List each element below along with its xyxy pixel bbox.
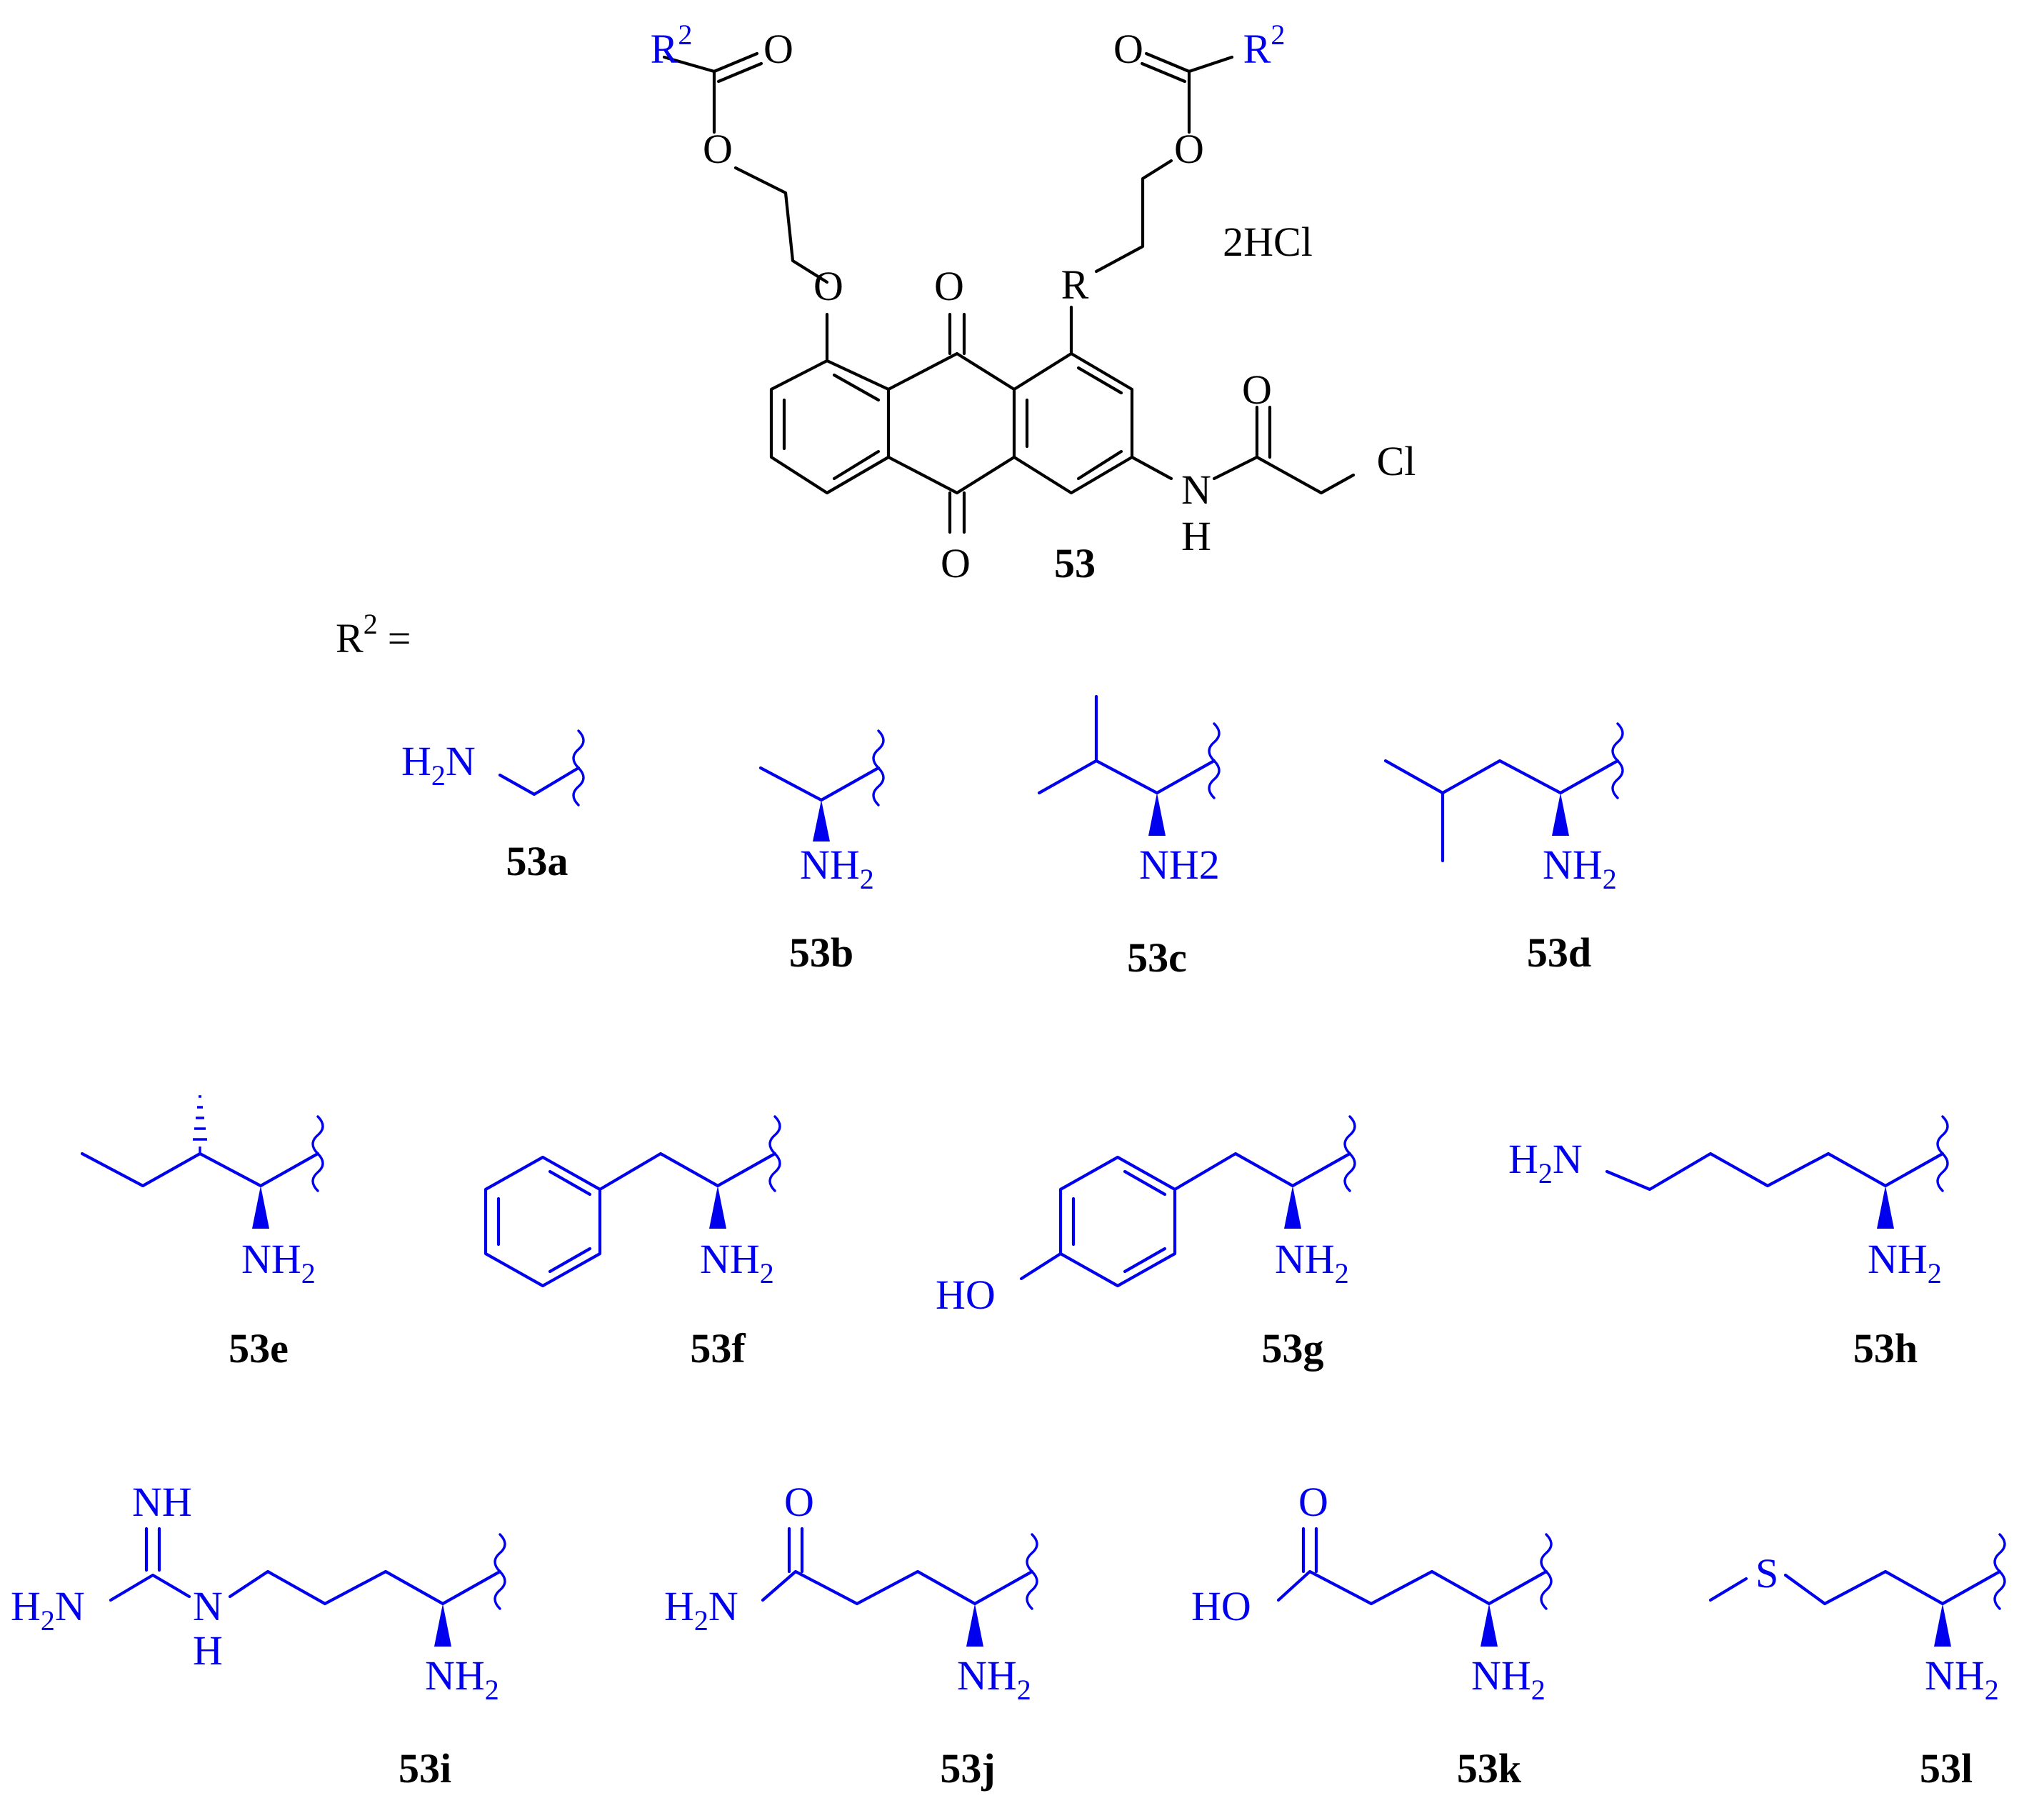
- nh2-group: NH2: [800, 841, 874, 895]
- label-53a: 53a: [506, 838, 568, 884]
- salt-label: 2HCl: [1223, 219, 1313, 265]
- label-53j: 53j: [940, 1745, 995, 1792]
- nh2-group: NH2: [1471, 1652, 1545, 1706]
- label-53b: 53b: [789, 929, 853, 976]
- nh2-group: NH2: [1275, 1236, 1349, 1289]
- nh2-group: NH2: [1925, 1652, 1999, 1706]
- sulfur-atom: S: [1755, 1550, 1778, 1597]
- substituent-53g: NH2 HO: [936, 1115, 1356, 1318]
- hydroxyl-group: HO: [1191, 1583, 1251, 1629]
- r2-label-right: R2: [1243, 19, 1286, 72]
- substituent-53h: H2N NH2: [1508, 1115, 1949, 1289]
- label-53h: 53h: [1853, 1325, 1918, 1372]
- chlorine-atom: Cl: [1377, 438, 1416, 484]
- h2n-group: H2N: [1508, 1136, 1583, 1189]
- ester-oxygen-right: O: [1174, 126, 1204, 172]
- imine-nh: NH: [132, 1479, 192, 1525]
- hydroxyl-group: HO: [936, 1272, 996, 1318]
- carbonyl-oxygen-right: O: [1113, 26, 1143, 72]
- r2-definition: R2=: [336, 608, 411, 661]
- quinone-oxygen-top: O: [934, 263, 964, 309]
- label-53d: 53d: [1527, 929, 1591, 976]
- label-53i: 53i: [399, 1745, 451, 1792]
- nh2-group: NH2: [241, 1236, 316, 1289]
- substituent-53j: O H2N NH2: [664, 1479, 1038, 1706]
- quinone-oxygen-bottom: O: [941, 540, 971, 586]
- compound-label-53: 53: [1054, 540, 1096, 586]
- nh2-group: NH2: [957, 1652, 1031, 1706]
- r2-label-left: R2: [651, 19, 693, 72]
- h2n-group: H2N: [401, 738, 476, 791]
- nh2-group: NH2: [1543, 841, 1617, 895]
- substituent-53f: NH2: [484, 1115, 781, 1289]
- substituent-53b: NH2: [758, 729, 885, 895]
- nh2-group: NH2: [700, 1236, 774, 1289]
- substituent-53c: NH2: [1037, 694, 1221, 888]
- amide-oxygen: O: [1242, 366, 1272, 413]
- label-53g: 53g: [1262, 1325, 1324, 1372]
- amide-hydrogen: H: [1181, 513, 1211, 559]
- label-53f: 53f: [690, 1325, 746, 1372]
- r-group-label: R: [1061, 261, 1089, 308]
- nh2-group: NH2: [1868, 1236, 1942, 1289]
- amide-nitrogen: N: [1181, 466, 1211, 513]
- substituent-53a: H2N: [401, 729, 585, 806]
- substituent-53k: O HO NH2: [1191, 1479, 1553, 1706]
- label-53l: 53l: [1920, 1745, 1973, 1792]
- acid-oxygen: O: [1298, 1479, 1328, 1525]
- substituent-53i: NH H2N N H NH2: [11, 1479, 506, 1706]
- carbonyl-oxygen-left: O: [763, 26, 793, 72]
- nh2-group: NH2: [1139, 841, 1220, 888]
- substituent-53e: NH2: [80, 1095, 324, 1289]
- ether-oxygen: O: [813, 263, 843, 309]
- label-53e: 53e: [229, 1325, 289, 1372]
- guanidine-n: N: [193, 1583, 223, 1629]
- amide-oxygen: O: [784, 1479, 814, 1525]
- h2n-group: H2N: [11, 1583, 85, 1637]
- nh2-group: NH2: [425, 1652, 499, 1706]
- h2n-group: H2N: [664, 1583, 738, 1637]
- label-53c: 53c: [1127, 934, 1187, 981]
- ester-oxygen-left: O: [703, 126, 733, 172]
- label-53k: 53k: [1457, 1745, 1522, 1792]
- guanidine-h: H: [193, 1627, 223, 1674]
- core-structure-53: O O O O O O O O R N H Cl 2HCl 53 R2 R2: [651, 19, 1416, 586]
- substituent-53d: NH2: [1383, 722, 1624, 895]
- substituent-53l: S NH2: [1708, 1533, 2006, 1706]
